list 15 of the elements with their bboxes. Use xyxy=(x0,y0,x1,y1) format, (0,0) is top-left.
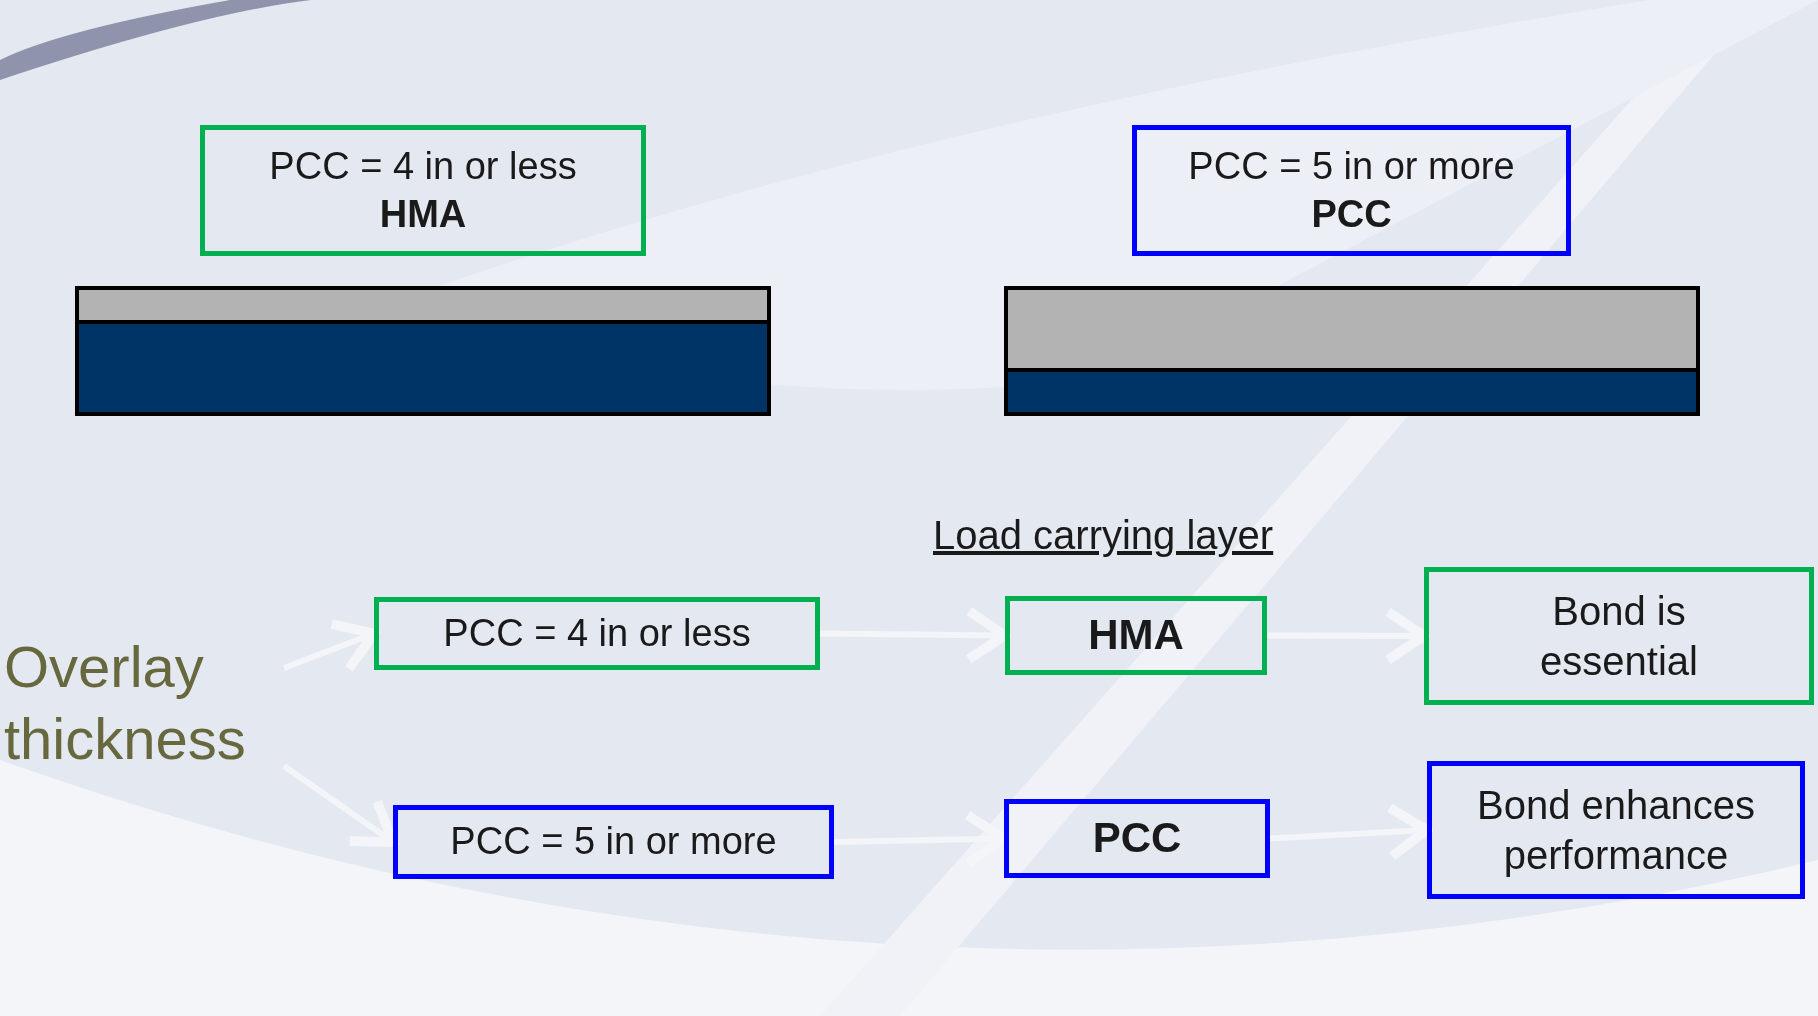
text-box: PCC = 5 in or more PCC xyxy=(1132,125,1571,256)
text-box: PCC = 4 in or less xyxy=(374,597,820,670)
column-heading: Load carrying layer xyxy=(933,512,1274,559)
text-box: PCC = 5 in or more xyxy=(393,805,834,879)
text-box: PCC = 4 in or less HMA xyxy=(200,125,646,256)
arrow xyxy=(282,763,398,847)
arrow xyxy=(819,606,1010,664)
overlay-label: Overlay thickness xyxy=(4,628,284,778)
text-box: Bond enhances performance xyxy=(1427,761,1805,899)
text-box: Bond is essential xyxy=(1424,567,1814,705)
text-box: HMA xyxy=(1005,596,1267,675)
arrow xyxy=(1267,607,1429,665)
arrow xyxy=(282,619,379,674)
arrow xyxy=(1269,803,1432,861)
text-box: PCC xyxy=(1004,799,1270,878)
